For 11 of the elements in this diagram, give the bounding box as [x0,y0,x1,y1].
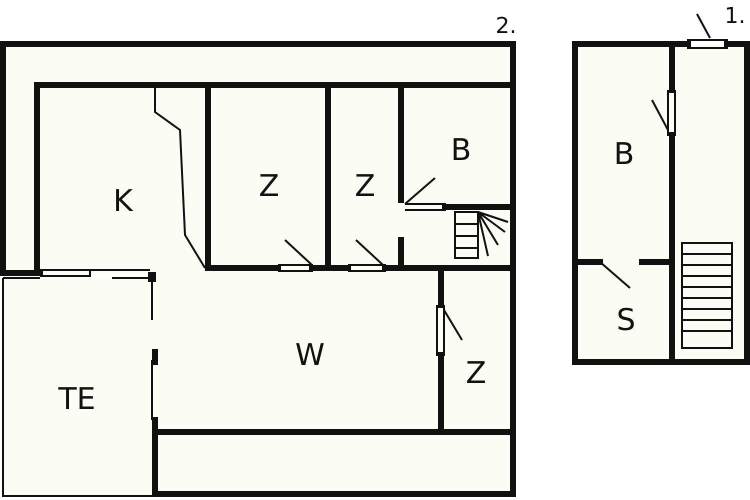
room-label: B [450,136,472,166]
room-label: Z [466,359,486,389]
room-label: W [295,341,325,371]
room-label: TE [58,385,96,415]
room-label: Z [354,172,376,202]
room-label: K [113,187,133,217]
room-label: S [616,306,636,336]
floor-number: 1. [724,6,746,28]
floor-number: 2. [496,16,516,38]
room-label: B [614,140,634,170]
room-label: Z [258,172,280,202]
